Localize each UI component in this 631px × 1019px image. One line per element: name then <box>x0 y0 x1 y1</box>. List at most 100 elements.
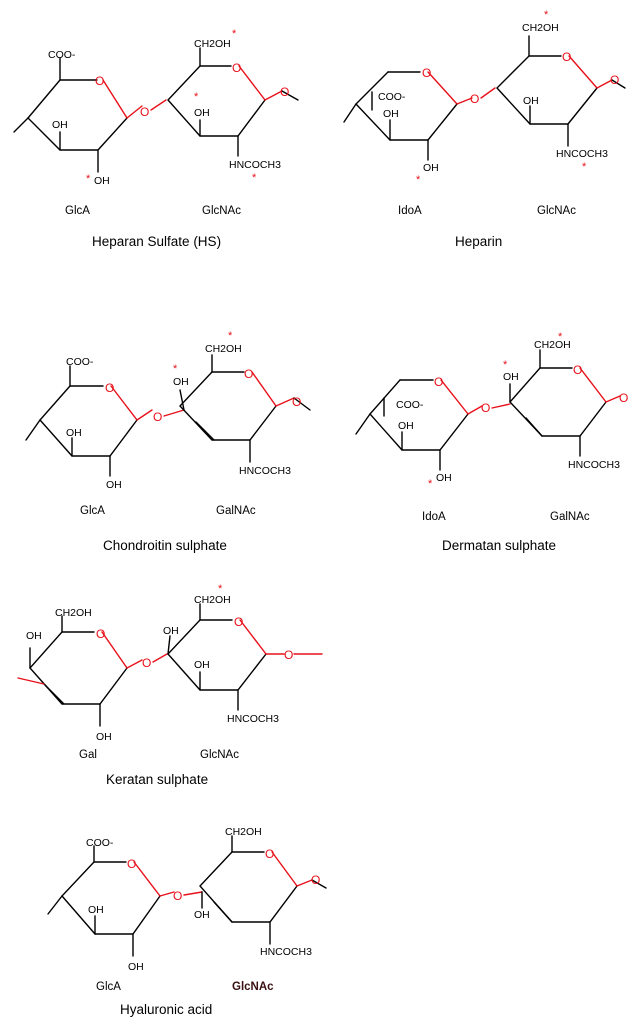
label-hydroxymethyl: CH2OH <box>225 826 262 838</box>
sulfation-mark: * <box>428 478 433 490</box>
label-hydroxymethyl: CH2OH <box>194 38 231 50</box>
panel-title: Heparin <box>455 234 502 249</box>
unit-name: GalNAc <box>216 505 256 517</box>
ring-gal <box>17 615 143 727</box>
sulfation-mark: * <box>558 331 563 343</box>
ring-oxygen: O <box>96 627 105 641</box>
label-acetamido: HNCOCH3 <box>229 159 281 171</box>
ring-oxygen: O <box>95 74 104 88</box>
label-acetamido: HNCOCH3 <box>556 148 608 160</box>
panel-heparin: COO- O OH OH * O CH2OH * O OH HNCOCH3 * … <box>343 9 626 249</box>
glycosidic-oxygen: O <box>292 395 301 409</box>
panel-heparan-sulfate: COO- O OH OH * O CH2OH * O * OH HNCOCH3 … <box>13 28 299 249</box>
label-carboxylate: COO- <box>378 91 406 103</box>
panel-title: Heparan Sulfate (HS) <box>92 234 221 249</box>
sulfation-mark: * <box>416 174 421 186</box>
label-hydroxyl: OH <box>398 420 414 432</box>
label-carboxylate: COO- <box>66 356 94 368</box>
label-carboxylate: COO- <box>48 49 76 61</box>
ring-glca <box>47 845 175 957</box>
ring-oxygen: O <box>232 61 241 75</box>
panel-title: Dermatan sulphate <box>442 538 556 553</box>
glycosidic-oxygen: O <box>280 85 289 99</box>
glycosidic-oxygen: O <box>140 105 149 119</box>
label-hydroxyl: OH <box>194 909 210 921</box>
glycosidic-oxygen: O <box>610 73 619 87</box>
unit-name: GlcA <box>96 981 121 993</box>
unit-name: GlcNAc <box>232 981 274 993</box>
label-hydroxymethyl: CH2OH <box>205 343 242 355</box>
sulfation-mark: * <box>194 91 199 103</box>
glycosidic-oxygen: O <box>481 401 490 415</box>
unit-name: GlcA <box>80 505 105 517</box>
glycosidic-oxygen: O <box>619 391 628 405</box>
label-hydroxymethyl: CH2OH <box>522 22 559 34</box>
unit-name: GalNAc <box>550 511 590 523</box>
sulfation-mark: * <box>228 330 233 342</box>
sulfation-mark: * <box>232 28 237 40</box>
label-hydroxyl: OH <box>66 427 82 439</box>
panel-title: Keratan sulphate <box>106 772 208 787</box>
label-carboxylate: COO- <box>86 837 114 849</box>
ring-oxygen: O <box>244 367 253 381</box>
label-hydroxyl: OH <box>503 371 519 383</box>
label-hydroxyl: OH <box>194 107 210 119</box>
ring-oxygen: O <box>105 381 114 395</box>
panel-title: Chondroitin sulphate <box>103 538 227 553</box>
sulfation-mark: * <box>582 161 587 173</box>
ring-oxygen: O <box>573 363 582 377</box>
label-carboxylate: COO- <box>396 399 424 411</box>
label-hydroxyl: OH <box>436 472 452 484</box>
label-hydroxyl: OH <box>194 659 210 671</box>
label-acetamido: HNCOCH3 <box>260 946 312 958</box>
label-acetamido: HNCOCH3 <box>239 465 291 477</box>
unit-name: GlcNAc <box>202 205 241 217</box>
ring-galnac <box>509 349 621 457</box>
label-hydroxyl: OH <box>423 162 439 174</box>
label-hydroxyl: OH <box>106 479 122 491</box>
glycosidic-oxygen: O <box>173 889 182 903</box>
panel-keratan-sulphate: OH CH2OH O OH O OH CH2OH * O OH HNCOCH3 … <box>17 583 323 787</box>
label-hydroxyl: OH <box>383 108 399 120</box>
glycosidic-oxygen: O <box>284 648 293 662</box>
label-hydroxyl: OH <box>173 376 189 388</box>
sulfation-mark: * <box>173 363 178 375</box>
ring-glcnac <box>199 835 327 945</box>
unit-name: Gal <box>79 749 97 761</box>
sulfation-mark: * <box>503 359 508 371</box>
label-hydroxyl: OH <box>163 625 179 637</box>
ring-glcnac <box>167 47 299 157</box>
ring-oxygen: O <box>434 375 443 389</box>
sulfation-mark: * <box>544 9 549 21</box>
unit-name: IdoA <box>422 511 446 523</box>
label-hydroxyl: OH <box>26 630 42 642</box>
sulfation-mark: * <box>86 173 91 185</box>
panel-hyaluronic-acid: COO- O OH OH O OH CH2OH O HNCOCH3 O GlcA… <box>47 826 327 1017</box>
sulfation-mark: * <box>252 172 257 184</box>
unit-name: GlcNAc <box>200 749 239 761</box>
ring-oxygen: O <box>265 847 274 861</box>
label-acetamido: HNCOCH3 <box>568 459 620 471</box>
label-hydroxyl: OH <box>523 95 539 107</box>
label-hydroxyl: OH <box>52 119 68 131</box>
label-hydroxyl: OH <box>88 904 104 916</box>
ring-glca <box>13 57 143 173</box>
unit-name: GlcA <box>65 205 90 217</box>
ring-glca <box>25 365 153 477</box>
unit-name: IdoA <box>398 205 422 217</box>
ring-oxygen: O <box>562 50 571 64</box>
panel-chondroitin-sulphate: COO- O OH OH O OH * CH2OH * O HNCOCH3 O … <box>25 330 311 553</box>
ring-idoa <box>355 379 483 471</box>
panel-title: Hyaluronic acid <box>120 1002 212 1017</box>
label-hydroxyl: OH <box>96 731 112 743</box>
ring-galnac <box>179 354 311 463</box>
label-hydroxymethyl: CH2OH <box>194 594 231 606</box>
ring-idoa <box>343 71 473 161</box>
glycosidic-oxygen: O <box>311 873 320 887</box>
label-hydroxymethyl: CH2OH <box>55 607 92 619</box>
ring-glcnac <box>496 35 626 147</box>
glycosidic-oxygen: O <box>153 410 162 424</box>
label-hydroxyl: OH <box>128 961 144 973</box>
unit-name: GlcNAc <box>537 205 576 217</box>
